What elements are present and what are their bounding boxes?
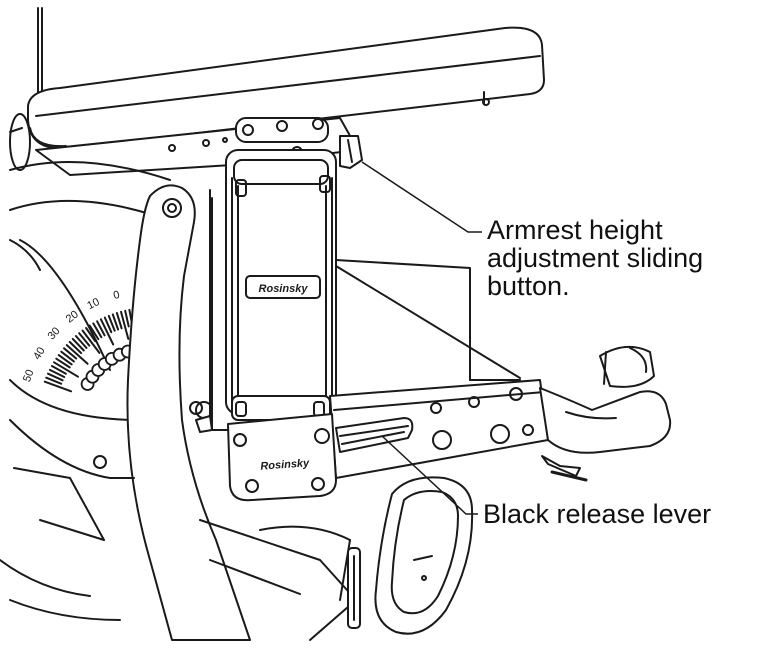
dial-minor-tick [96,320,106,337]
armrest-post: Rosinsky [225,149,337,421]
dial-minor-tick [50,365,67,375]
dial-minor-tick [107,314,116,332]
release-lever-callout-text: Black release lever [483,499,712,529]
release-lever-callout: Black release lever [483,500,711,528]
dial-minor-tick [68,340,83,355]
dial-tick-label: 0 [112,289,121,302]
dial-tick-label: 40 [31,345,48,362]
dial-minor-tick [48,368,66,378]
lower-frame [0,197,474,641]
dial-major-tick [81,329,101,354]
dial-minor-tick [115,312,123,330]
dial-minor-tick [92,322,103,339]
armrest-button-callout: Armrest height adjustment sliding button… [487,216,703,300]
armrest-callout-line-2: adjustment sliding [487,243,704,273]
dial-minor-tick [74,335,88,349]
sliding-button-drawing [339,135,363,169]
dial-tick-label: 20 [64,309,81,326]
backrest-edges [37,7,43,101]
dial-minor-tick [47,372,64,382]
dial-minor-tick [111,313,120,331]
rear-frame [209,189,521,421]
dial-major-tick [43,380,73,393]
dial-minor-tick [55,357,71,369]
armrest-button-leader [361,161,482,233]
dial-minor-tick [45,376,63,385]
release-lever-leader [381,435,478,515]
brand-mark-lower: Rosinsky [260,457,311,472]
armrest-callout-line-1: Armrest height [487,215,663,245]
dial-major-tick [53,361,79,378]
lower-mounting-block: Rosinsky [227,413,337,502]
dial-minor-tick [103,316,113,334]
dial-minor-tick [78,332,91,347]
dial-tick-label: 10 [85,296,101,312]
dial-minor-tick [60,350,75,363]
brand-mark-upper: Rosinsky [259,283,309,295]
right-end-joint [539,345,672,482]
recline-dial [9,161,171,421]
armrest-pad [9,26,545,171]
release-lever-drawing [335,417,414,453]
dial-tick-label: 50 [21,368,36,384]
dial-minor-tick [57,354,73,366]
dial-minor-tick [71,337,85,352]
dial-minor-tick [88,324,100,341]
dial-minor-tick [63,347,78,360]
dial-major-tick [99,318,115,346]
armrest-callout-line-3: button. [487,271,570,301]
dial-minor-tick [124,309,130,328]
dial-minor-tick [85,327,97,343]
dial-major-tick [65,344,89,365]
dial-major-tick [120,310,130,340]
